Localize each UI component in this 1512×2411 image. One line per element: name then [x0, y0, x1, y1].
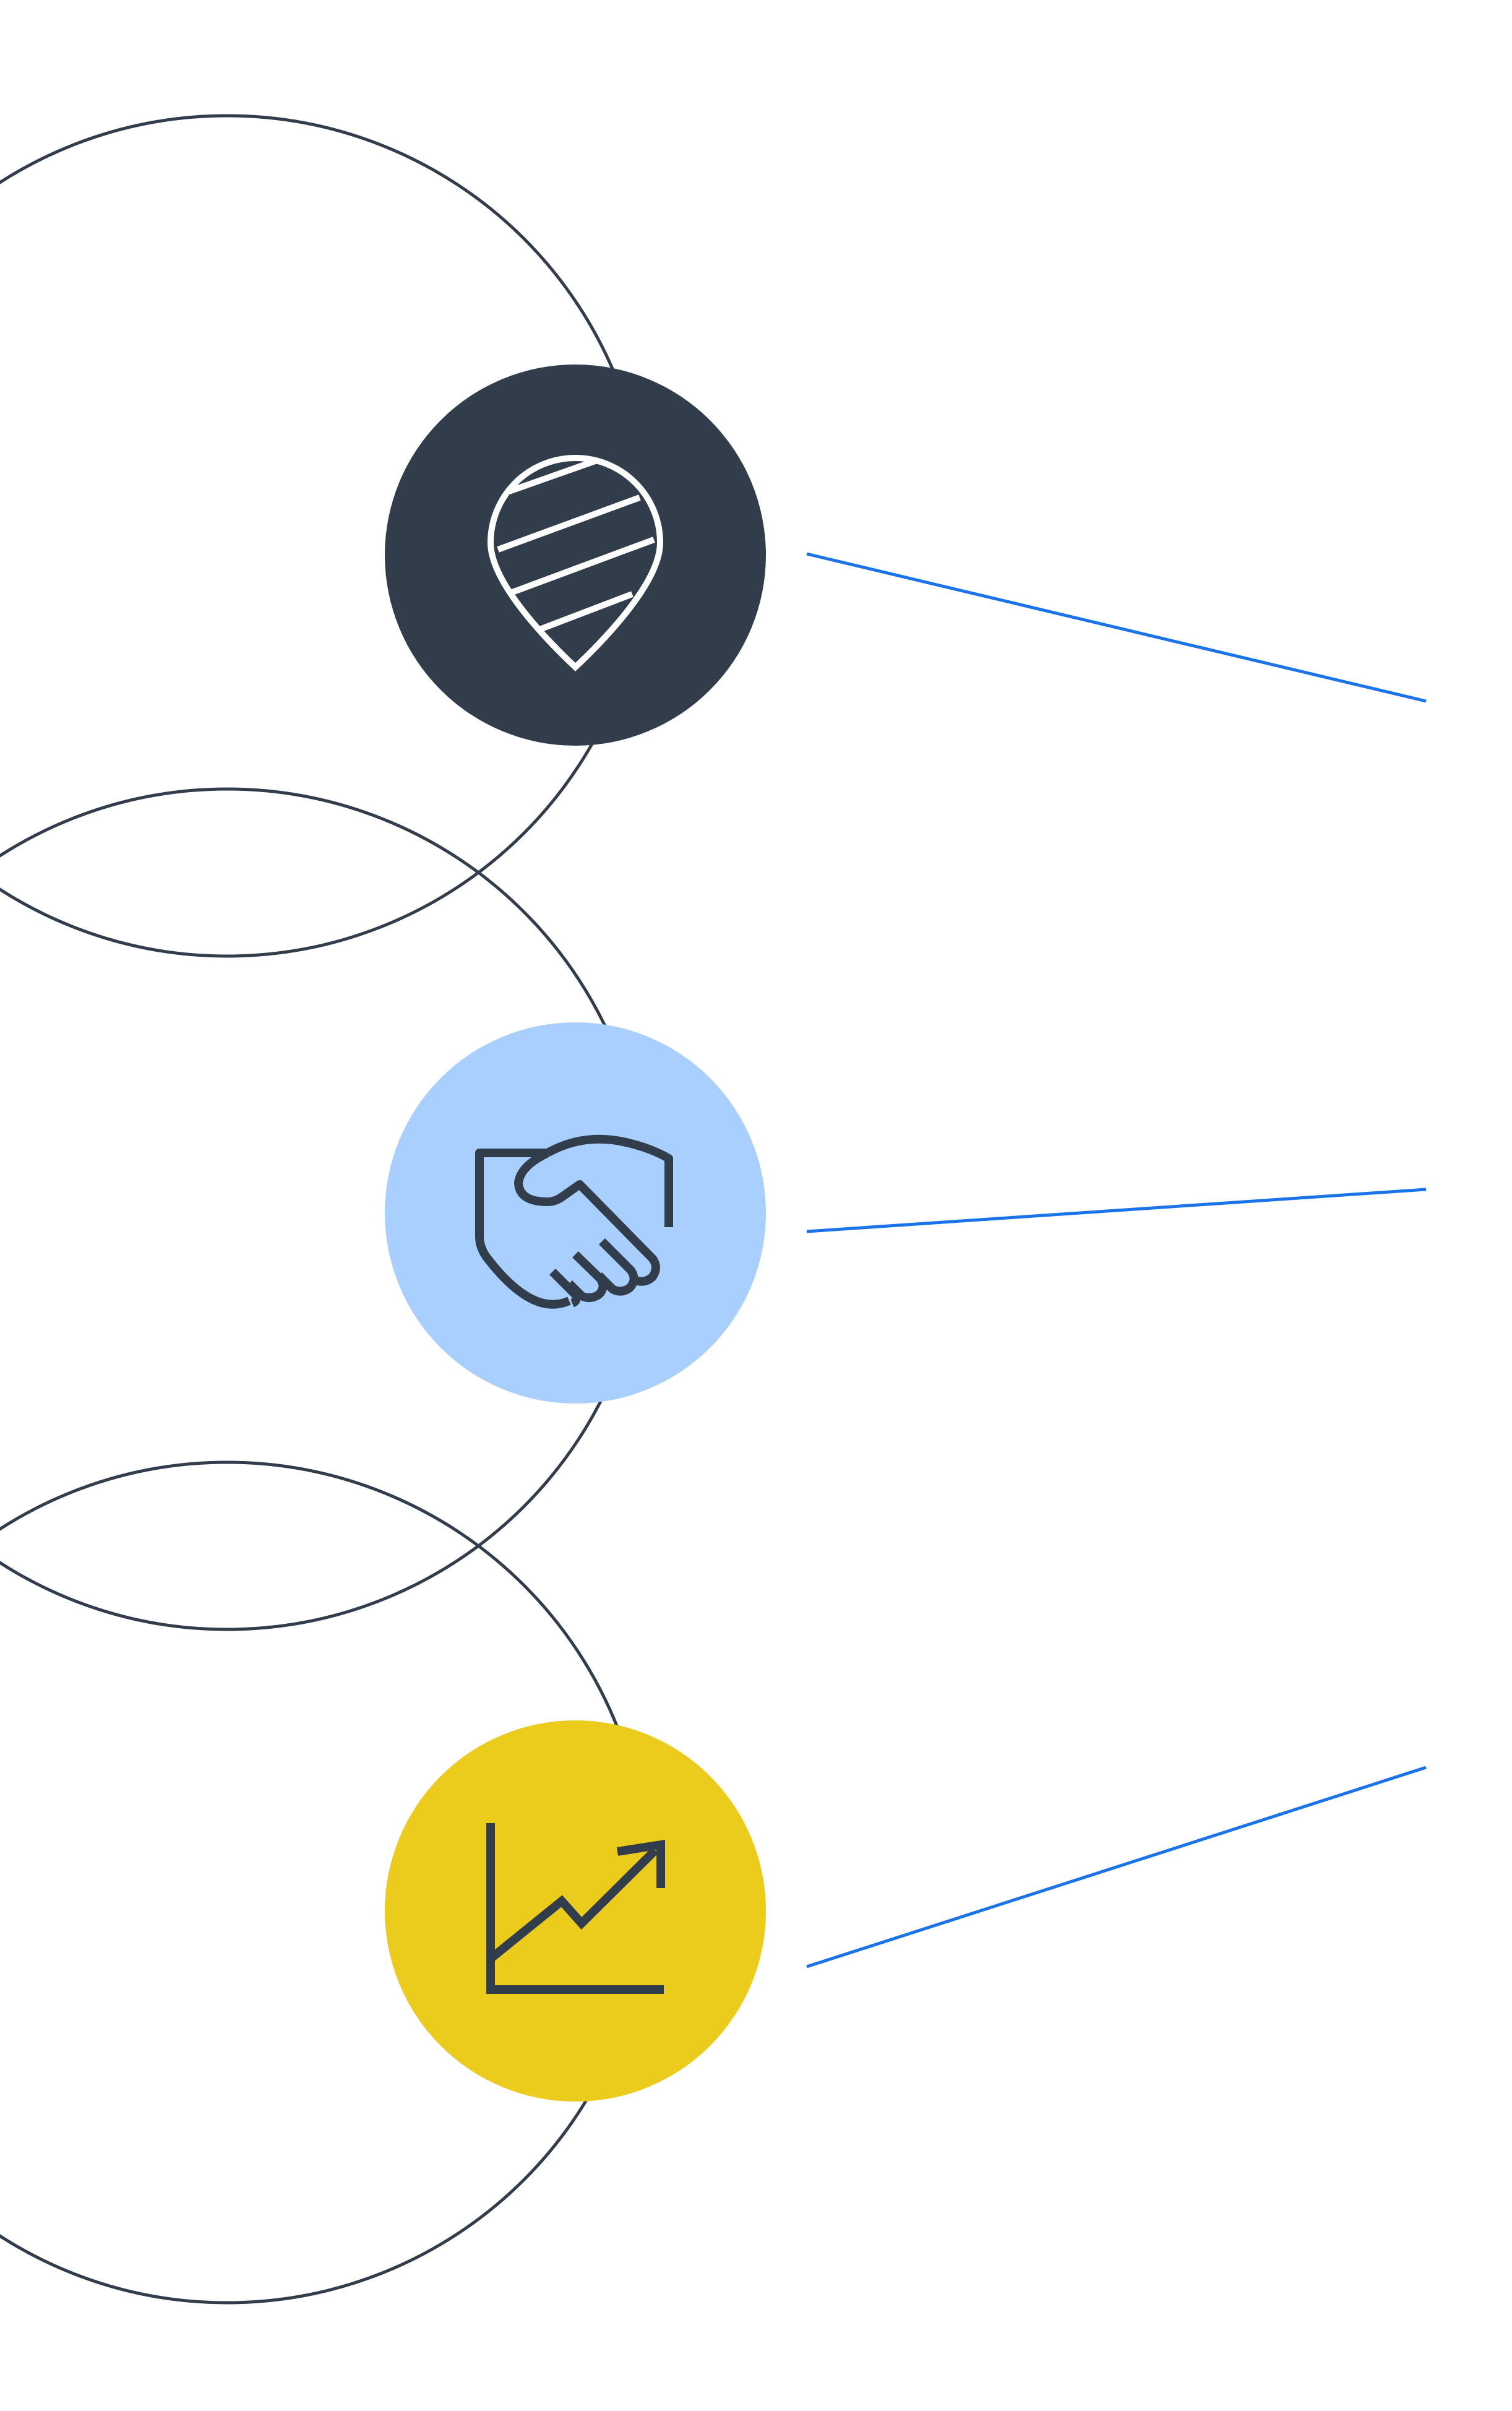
chart-axes [486, 1823, 664, 1994]
pin-outline [487, 455, 664, 671]
handshake-left-hand [475, 1149, 571, 1309]
pin-stripe-1 [508, 458, 596, 494]
chart-trend-line [488, 1847, 658, 1962]
step-1-badge [385, 364, 766, 746]
trending-up-chart-icon [486, 1823, 665, 1994]
connector-line-1 [806, 552, 1427, 703]
handshake-right-hand [514, 1149, 660, 1286]
handshake-thumb [545, 1134, 673, 1227]
connector-lines [806, 552, 1427, 1969]
step-2-badge [385, 1022, 766, 1404]
pin-stripe-3 [511, 537, 655, 595]
handshake-finger-3 [549, 1269, 581, 1308]
handshake-icon [475, 1134, 673, 1309]
connector-line-3 [806, 1766, 1427, 1969]
badge-circle-1 [385, 364, 766, 746]
step-3-badge [385, 1720, 766, 2102]
connector-line-2 [806, 1188, 1427, 1233]
striped-map-pin-icon [487, 455, 664, 671]
pin-stripe-4 [537, 591, 634, 633]
pin-stripe-2 [497, 494, 641, 553]
handshake-finger-2 [566, 1251, 608, 1302]
handshake-finger-1 [596, 1238, 638, 1296]
chart-arrow-head [616, 1839, 665, 1888]
badge-circle-2 [385, 1022, 766, 1404]
